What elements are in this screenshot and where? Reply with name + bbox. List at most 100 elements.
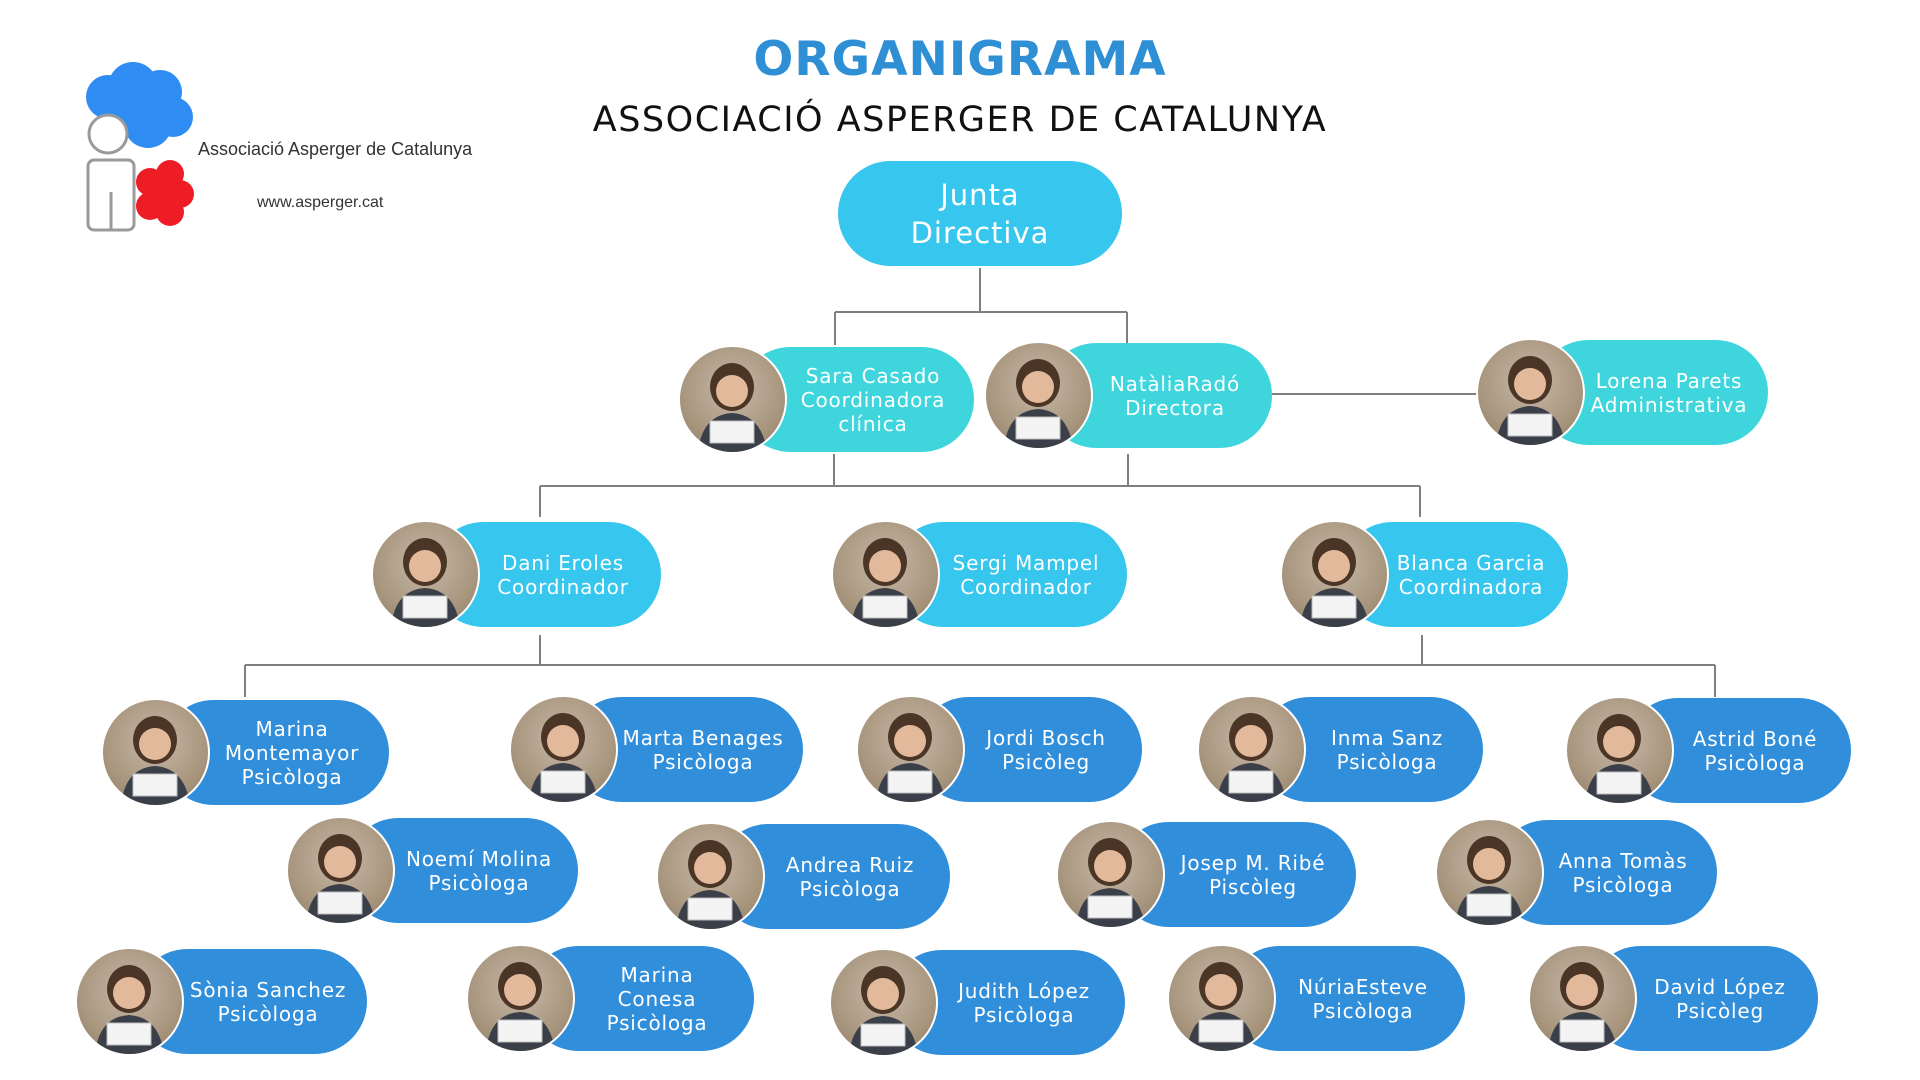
person-silhouette-icon [1076, 838, 1145, 927]
person-silhouette-icon [1548, 962, 1617, 1051]
person-role: Administrativa [1590, 392, 1748, 417]
person-role: Coordinadora clínica [800, 387, 946, 436]
person-role: Coordinadora [1398, 574, 1544, 599]
person-silhouette-icon [1300, 538, 1369, 627]
person-role: Psicòloga [973, 1002, 1075, 1027]
person-name: David López [1654, 974, 1786, 999]
person-role: Psicòloga [1312, 998, 1414, 1023]
person-silhouette-icon [1496, 356, 1565, 445]
person-role: Psicòloga [606, 1010, 708, 1035]
person-role: Psicòloga [652, 749, 754, 774]
person-name: Josep M. Ribé [1180, 850, 1326, 875]
person-silhouette-icon [676, 840, 745, 929]
person-photo-icon [1056, 820, 1165, 929]
person-name: Dani Eroles [502, 550, 624, 575]
person-photo-icon [856, 695, 965, 804]
person-photo-icon [286, 816, 395, 925]
person-role: Coordinador [497, 574, 629, 599]
person-photo-icon [831, 520, 940, 629]
person-role: Directora [1125, 395, 1225, 420]
person-silhouette-icon [876, 713, 945, 802]
person-photo-icon [829, 948, 938, 1057]
person-silhouette-icon [121, 716, 190, 805]
board-label-line1: Junta [940, 177, 1020, 212]
person-name: Sara Casado [805, 363, 941, 388]
person-name: Marta Benages [622, 725, 784, 750]
person-name: Marina Conesa [617, 962, 697, 1011]
person-name: Jordi Bosch [986, 725, 1106, 750]
person-name: Blanca Garcia [1396, 550, 1546, 575]
person-photo-icon [509, 695, 618, 804]
person-role: Psicòleg [1002, 749, 1090, 774]
person-name: Judith López [958, 978, 1090, 1003]
person-photo-icon [371, 520, 480, 629]
person-photo-icon [1528, 944, 1637, 1053]
person-role: Psicòloga [1336, 749, 1438, 774]
person-photo-icon [1197, 695, 1306, 804]
person-silhouette-icon [486, 962, 555, 1051]
person-silhouette-icon [1585, 714, 1654, 803]
person-name: Inma Sanz [1331, 725, 1443, 750]
person-name: Lorena Parets [1595, 368, 1743, 393]
person-photo-icon [1167, 944, 1276, 1053]
person-silhouette-icon [95, 965, 164, 1054]
person-name: Noemí Molina [405, 846, 553, 871]
person-name: Andrea Ruiz [785, 852, 915, 877]
association-logo[interactable]: Associació Asperger de Catalunya www.asp… [78, 62, 498, 242]
person-photo-icon [101, 698, 210, 807]
person-name: Sònia Sanchez [189, 977, 347, 1002]
page-title: ORGANIGRAMA [753, 32, 1167, 87]
logo-url[interactable]: www.asperger.cat [257, 194, 384, 211]
person-silhouette-icon [1455, 836, 1524, 925]
board-label-line2: Directiva [910, 215, 1050, 250]
page-subtitle: ASSOCIACIÓ ASPERGER DE CATALUNYA [592, 100, 1328, 140]
person-photo-icon [466, 944, 575, 1053]
person-role: Psicòloga [241, 764, 343, 789]
person-silhouette-icon [698, 363, 767, 452]
person-silhouette-icon [1217, 713, 1286, 802]
person-silhouette-icon [529, 713, 598, 802]
person-role: Psicòloga [799, 876, 901, 901]
person-photo-icon [1280, 520, 1389, 629]
junta-directiva-box[interactable]: Junta Directiva [838, 161, 1122, 266]
person-name: NatàliaRadó [1109, 371, 1241, 396]
person-photo-icon [984, 341, 1093, 450]
person-silhouette-icon [1187, 962, 1256, 1051]
person-photo-icon [1476, 338, 1585, 447]
logo-name: Associació Asperger de Catalunya [198, 139, 473, 159]
logo-graphic [86, 62, 194, 232]
person-silhouette-icon [306, 834, 375, 923]
person-role: Psicòloga [217, 1001, 319, 1026]
person-photo-icon [656, 822, 765, 931]
person-name: NúriaEsteve [1298, 974, 1428, 999]
person-silhouette-icon [851, 538, 920, 627]
person-name: Sergi Mampel [952, 550, 1100, 575]
person-name: Anna Tomàs [1558, 848, 1688, 873]
person-role: Coordinador [960, 574, 1092, 599]
person-name: Astrid Boné [1692, 726, 1818, 751]
person-photo-icon [1435, 818, 1544, 927]
person-role: Psicòloga [1572, 872, 1674, 897]
person-name: Marina Montemayor [224, 716, 360, 765]
